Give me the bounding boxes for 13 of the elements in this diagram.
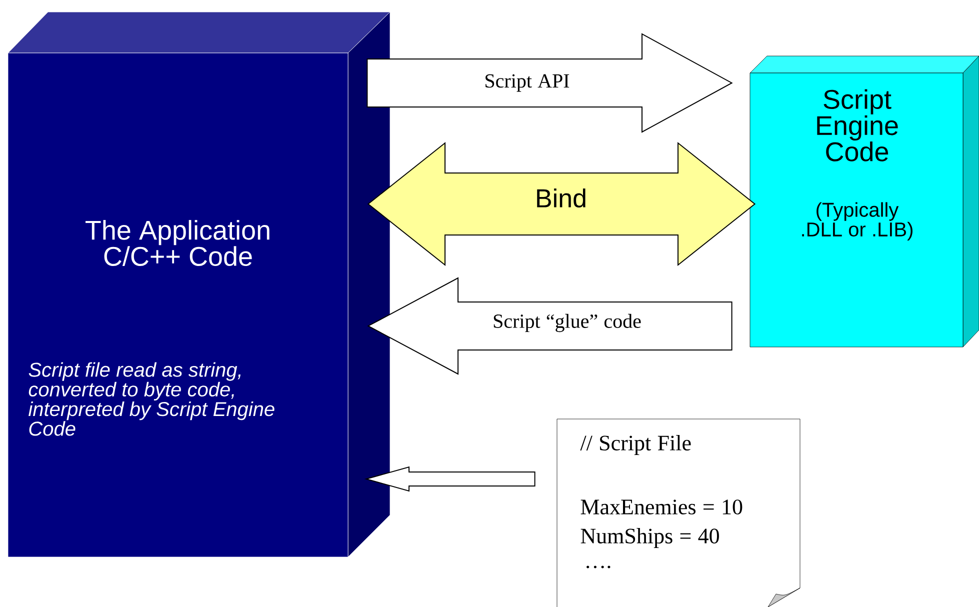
edge-label: Script “glue” code [494, 314, 641, 332]
script-file-page: // Script File MaxEnemies = 10 NumShips = 40 …. [556, 418, 800, 607]
edge-label: Script API [486, 74, 570, 92]
edge-label: Bind [537, 188, 586, 208]
node-label: NumShips = 40 [580, 528, 719, 548]
block-arrow [366, 33, 733, 133]
node-label: MaxEnemies = 10 [580, 500, 742, 514]
node-label: …. [586, 566, 610, 568]
application-box: The Application C/C++ Code Script file read as string, converted to byte code, interpreted by Script Engine Code [8, 12, 390, 558]
block-arrow [364, 466, 536, 492]
block-arrow [367, 277, 732, 375]
engine-box: Script Engine Code (Typically .DLL or .LIB) [750, 56, 979, 348]
node-label: // Script File [580, 435, 691, 455]
